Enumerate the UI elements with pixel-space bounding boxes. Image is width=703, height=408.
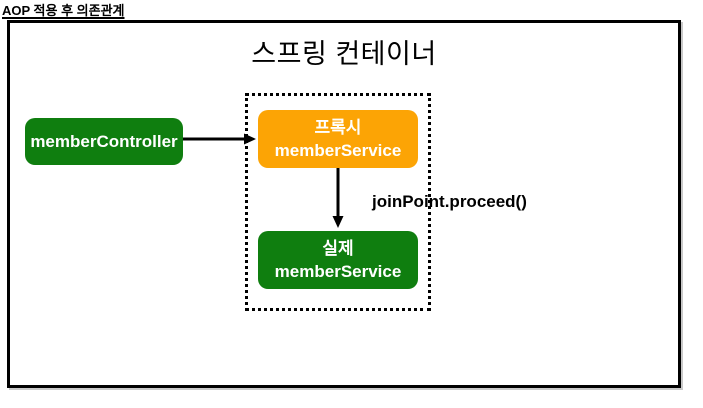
joinpoint-proceed-label: joinPoint.proceed(): [372, 192, 527, 211]
actual-label-line1: 실제: [322, 239, 354, 258]
member-controller-label: memberController: [30, 132, 178, 151]
spring-container-box: 스프링 컨테이너: [7, 20, 681, 388]
proxy-label-line1: 프록시: [314, 118, 362, 137]
proxy-label-line2: memberService: [274, 141, 402, 160]
page-title: AOP 적용 후 의존관계: [2, 3, 125, 18]
node-actual-member-service: 실제 memberService: [258, 231, 418, 289]
spring-container-title: 스프링 컨테이너: [251, 39, 437, 69]
actual-label-line2: memberService: [274, 262, 402, 281]
node-member-controller: memberController: [25, 118, 183, 165]
proxy-group-dotted-box: [245, 93, 431, 311]
node-proxy-member-service: 프록시 memberService: [258, 110, 418, 168]
